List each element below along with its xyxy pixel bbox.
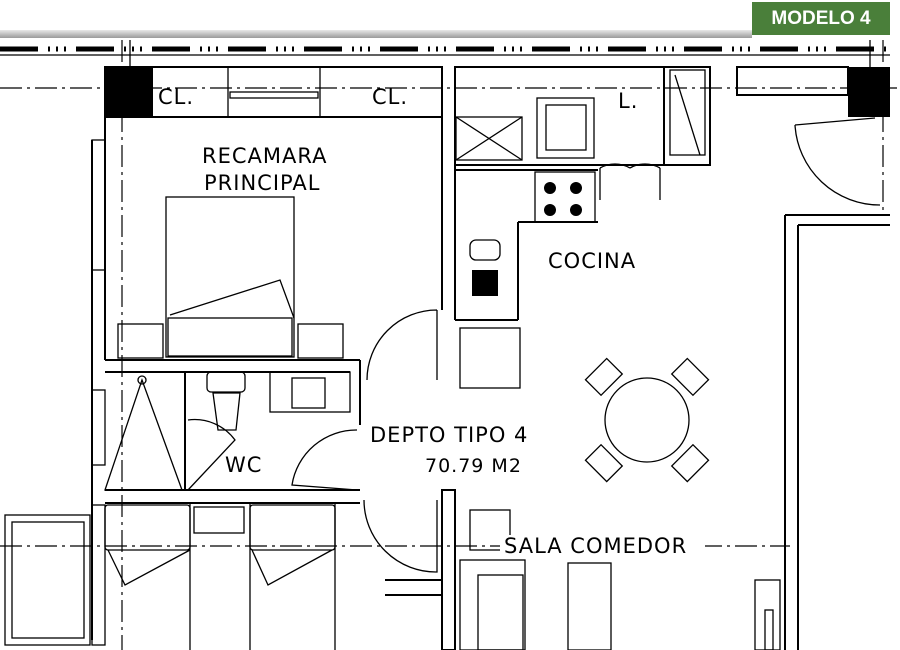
structural-column xyxy=(848,67,890,117)
room-label-wc: WC xyxy=(225,453,262,477)
twin-beds xyxy=(4,503,336,650)
closet-doors xyxy=(227,67,321,117)
room-label-recamara: RECAMARA xyxy=(202,144,327,168)
walls xyxy=(91,66,890,650)
closet-label: CL. xyxy=(158,85,194,109)
model-badge: MODELO 4 xyxy=(752,2,890,35)
property-boundary xyxy=(0,46,890,56)
bathroom-fixtures xyxy=(104,371,351,491)
unit-name: DEPTO TIPO 4 xyxy=(370,423,528,447)
living-furniture xyxy=(459,509,781,650)
closet-label: CL. xyxy=(372,85,408,109)
unit-area: 70.79 M2 xyxy=(425,455,522,477)
dining-table xyxy=(584,357,710,483)
kitchen-fixtures xyxy=(455,69,706,389)
laundry-label: L. xyxy=(618,89,638,113)
header-divider-bar xyxy=(0,30,752,38)
room-label-sala-comedor: SALA COMEDOR xyxy=(504,534,687,558)
entry-door xyxy=(794,117,881,206)
structural-column xyxy=(105,67,153,117)
axis-lines xyxy=(0,40,900,650)
double-bed xyxy=(117,196,344,359)
room-label-principal: PRINCIPAL xyxy=(204,171,320,195)
room-label-cocina: COCINA xyxy=(548,249,636,273)
